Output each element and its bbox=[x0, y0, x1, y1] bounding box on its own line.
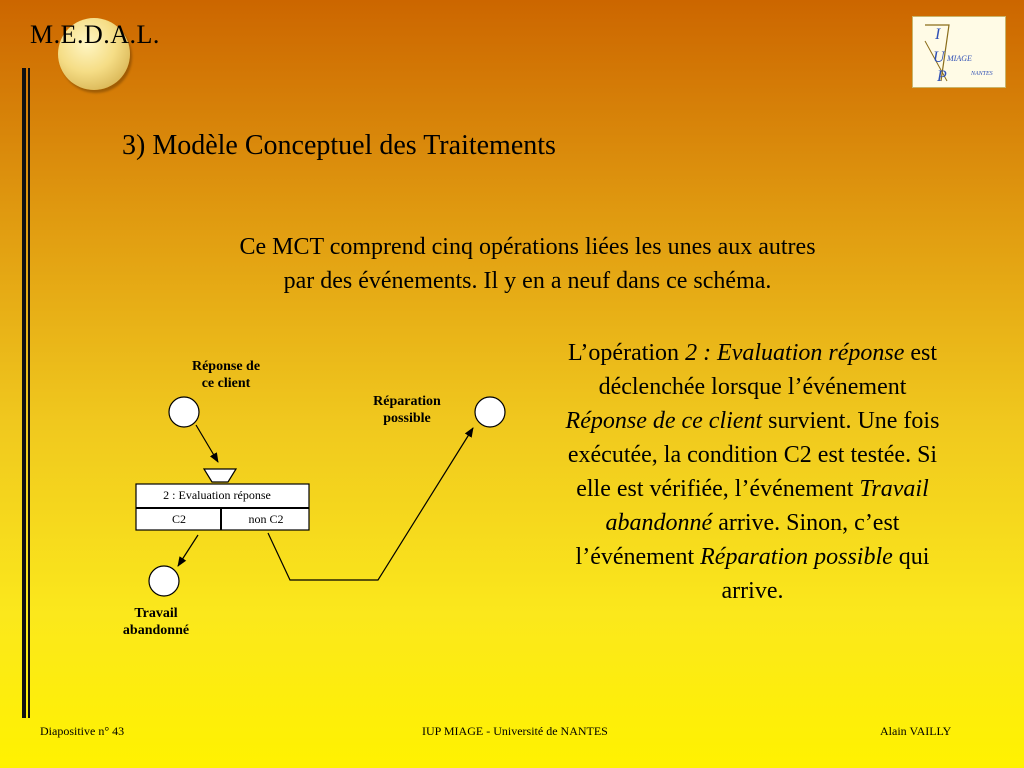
operation-name: 2 : Evaluation réponse bbox=[163, 488, 271, 502]
event-in-circle bbox=[169, 397, 199, 427]
arrow-c2-to-event bbox=[178, 535, 198, 566]
footer-author: Alain VAILLY bbox=[880, 724, 951, 739]
slide-number: Diapositive n° 43 bbox=[40, 724, 124, 739]
condition-true-label: C2 bbox=[172, 512, 186, 526]
arrow-event-to-operation bbox=[196, 425, 218, 462]
event-out-left-circle bbox=[149, 566, 179, 596]
condition-false-label: non C2 bbox=[248, 512, 283, 526]
synchronisation-symbol bbox=[204, 469, 236, 482]
footer-center: IUP MIAGE - Université de NANTES bbox=[422, 724, 608, 739]
event-out-right-circle bbox=[475, 397, 505, 427]
